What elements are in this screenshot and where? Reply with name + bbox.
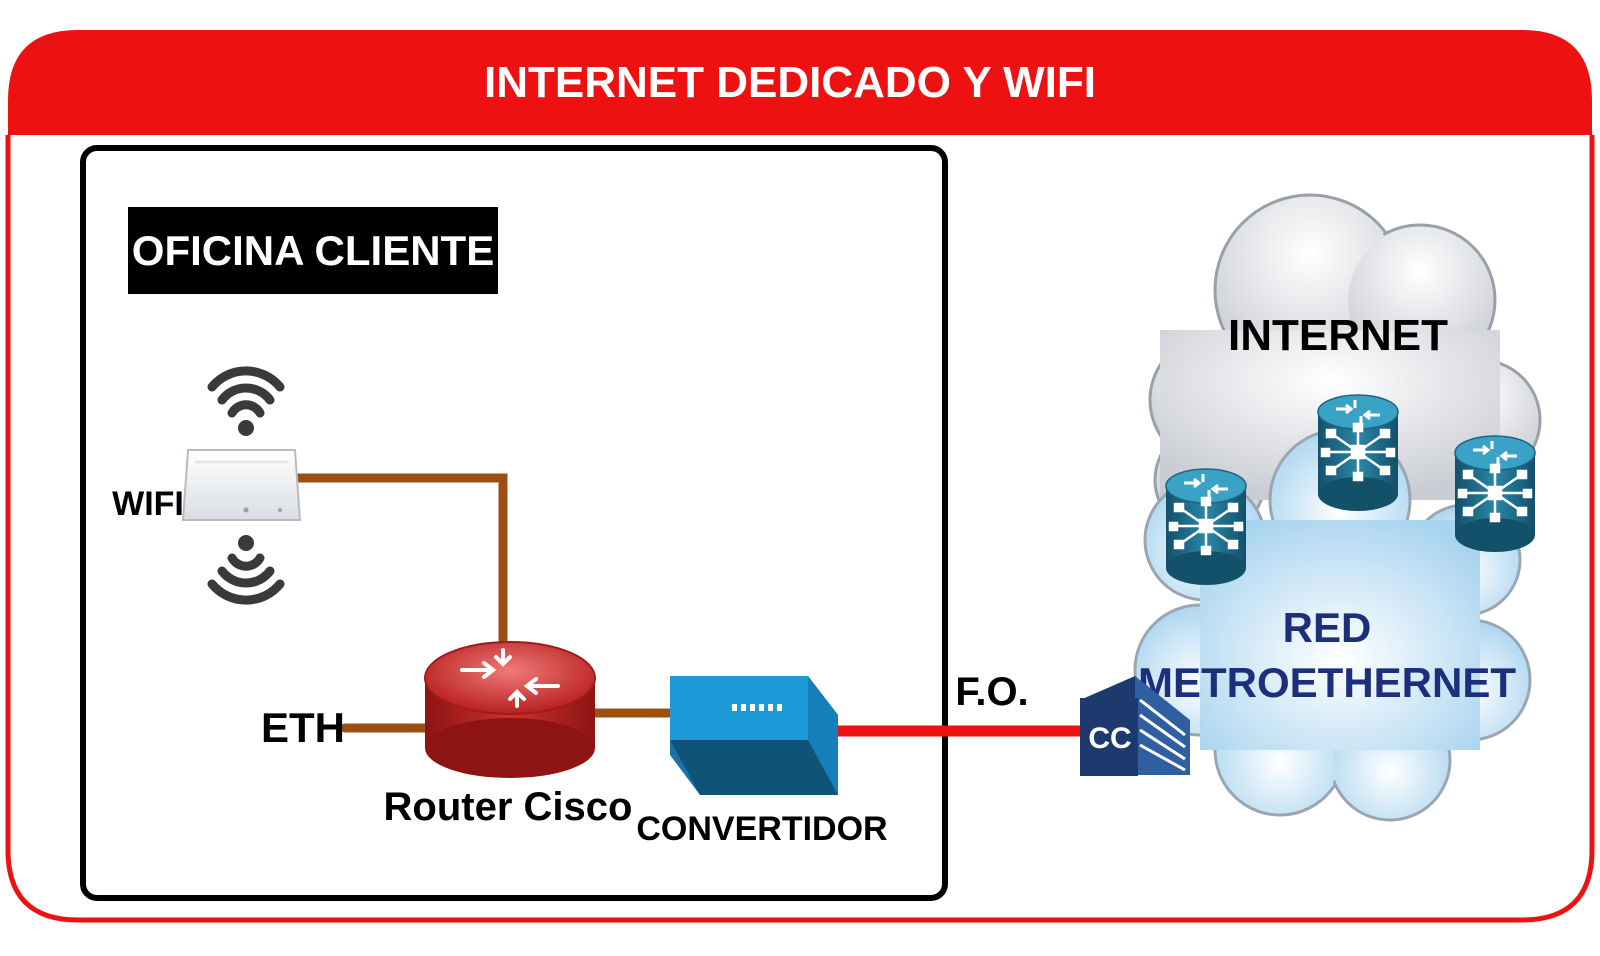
cables [295, 473, 1080, 737]
fiber-label: F.O. [955, 670, 1028, 714]
building-icon [1080, 676, 1190, 776]
network-switch-icon [1453, 434, 1537, 554]
cloud-network-label-line1: RED [1283, 604, 1372, 651]
wifi-cable [295, 473, 508, 650]
header-banner [8, 30, 1592, 135]
router-icon [424, 641, 596, 778]
cc-label: CC [1088, 722, 1131, 755]
cloud-network-label-line2: METROETHERNET [1138, 659, 1516, 706]
cloud [1133, 193, 1542, 822]
office-title: OFICINA CLIENTE [132, 227, 494, 274]
wifi-label: WIFI [112, 485, 184, 523]
network-switch-icon [1164, 467, 1248, 587]
converter-label: CONVERTIDOR [636, 810, 887, 848]
media-converter-icon [670, 676, 838, 795]
router-label: Router Cisco [384, 785, 633, 829]
wifi-access-point-icon [181, 366, 302, 605]
eth-label: ETH [261, 704, 345, 751]
office-title-box [128, 207, 498, 294]
cloud-internet-label: INTERNET [1228, 311, 1448, 360]
header-title: INTERNET DEDICADO Y WIFI [484, 58, 1096, 107]
network-switch-icon [1316, 393, 1400, 513]
